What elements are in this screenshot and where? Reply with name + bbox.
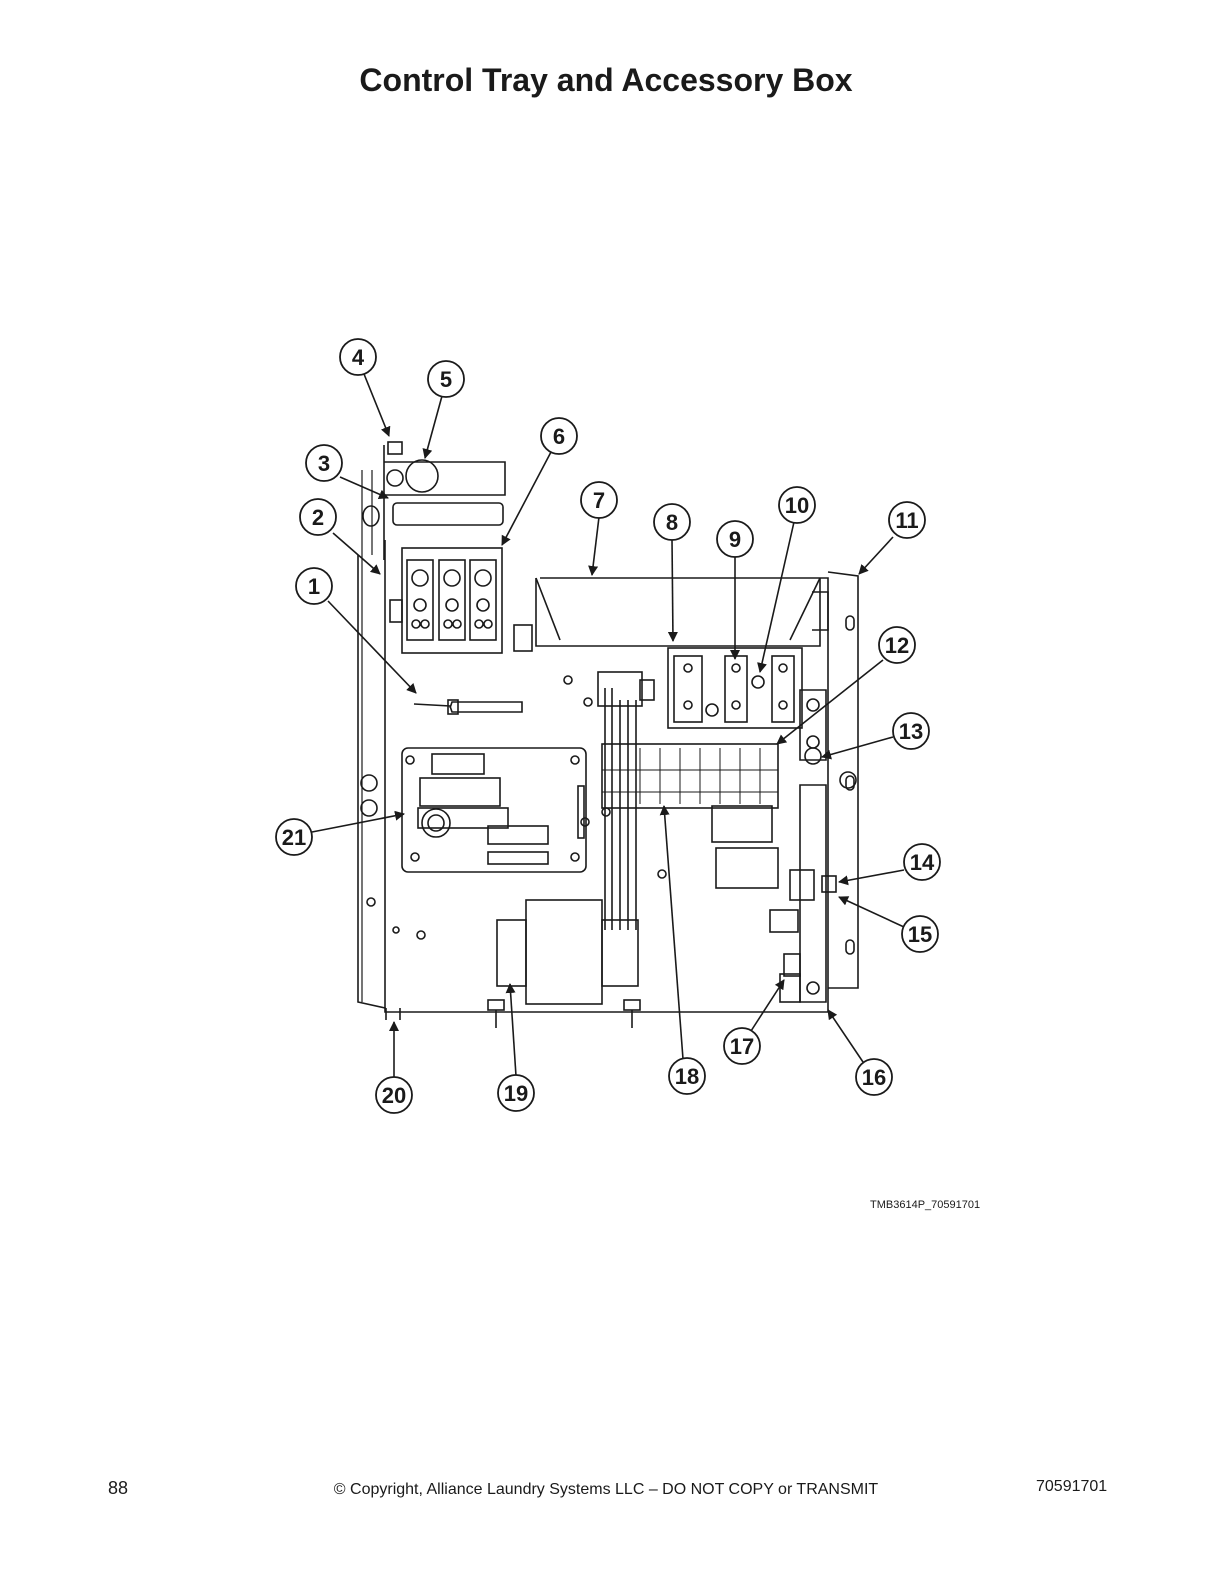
callout-6: 6: [540, 417, 578, 455]
callout-11: 11: [888, 501, 926, 539]
callout-10: 10: [778, 486, 816, 524]
svg-text:2: 2: [312, 505, 324, 530]
callout-14: 14: [903, 843, 941, 881]
svg-text:10: 10: [785, 493, 809, 518]
tray-line-art: [357, 441, 859, 1028]
callout-17: 17: [723, 1027, 761, 1065]
svg-text:16: 16: [862, 1065, 886, 1090]
callout-8: 8: [653, 503, 691, 541]
svg-text:11: 11: [895, 508, 918, 533]
svg-text:8: 8: [666, 510, 678, 535]
svg-text:1: 1: [308, 574, 320, 599]
svg-text:14: 14: [910, 850, 935, 875]
svg-text:5: 5: [440, 367, 452, 392]
svg-text:3: 3: [318, 451, 330, 476]
figure-id: TMB3614P_70591701: [870, 1199, 981, 1211]
svg-text:7: 7: [593, 488, 605, 513]
callout-21: 21: [275, 818, 313, 856]
callout-2: 2: [299, 498, 337, 536]
callout-19: 19: [497, 1074, 535, 1112]
callout-5: 5: [427, 360, 465, 398]
callout-4: 4: [339, 338, 377, 376]
svg-text:13: 13: [899, 719, 923, 744]
callout-15: 15: [901, 915, 939, 953]
svg-text:17: 17: [730, 1034, 754, 1059]
callout-3: 3: [305, 444, 343, 482]
callout-18: 18: [668, 1057, 706, 1095]
svg-text:4: 4: [352, 345, 365, 370]
svg-text:15: 15: [908, 922, 932, 947]
svg-text:18: 18: [675, 1064, 699, 1089]
svg-text:6: 6: [553, 424, 565, 449]
callout-leaders: [311, 373, 905, 1078]
callout-9: 9: [716, 520, 754, 558]
callout-20: 20: [375, 1076, 413, 1114]
callout-16: 16: [855, 1058, 893, 1096]
svg-text:19: 19: [504, 1081, 528, 1106]
document-number: 70591701: [1036, 1478, 1108, 1495]
page-number: 88: [108, 1478, 129, 1498]
page-title: Control Tray and Accessory Box: [359, 62, 853, 98]
callout-12: 12: [878, 626, 916, 664]
callout-1: 1: [295, 567, 333, 605]
svg-text:9: 9: [729, 527, 741, 552]
callout-13: 13: [892, 712, 930, 750]
svg-text:12: 12: [885, 633, 909, 658]
copyright-notice: © Copyright, Alliance Laundry Systems LL…: [333, 1481, 879, 1498]
callout-7: 7: [580, 481, 618, 519]
svg-text:20: 20: [382, 1083, 406, 1108]
svg-text:21: 21: [282, 825, 306, 850]
